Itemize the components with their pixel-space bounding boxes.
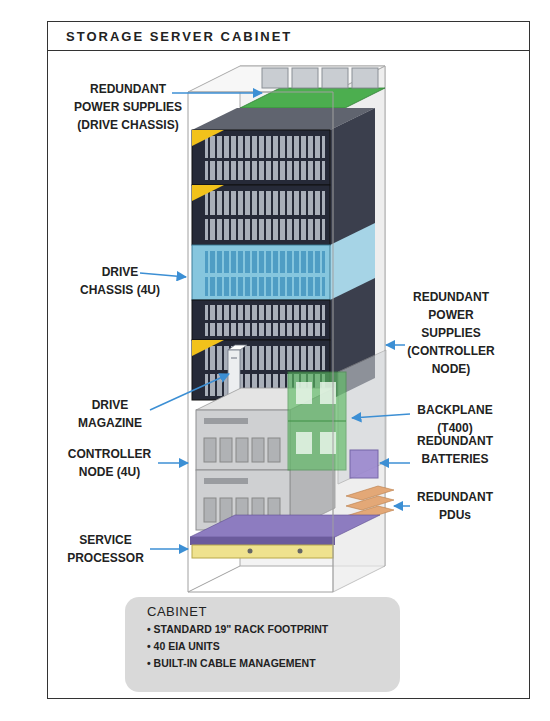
- leader-arrow: [150, 374, 229, 410]
- node-slot: [220, 438, 232, 462]
- callout-label: DRIVE MAGAZINE: [70, 396, 150, 432]
- node-slot: [252, 438, 264, 462]
- drive-chassis: [192, 130, 330, 185]
- callout-label: SERVICE PROCESSOR: [58, 531, 153, 567]
- page-frame: [48, 22, 530, 699]
- backplane: [288, 372, 346, 470]
- drive-magazine: [228, 345, 247, 350]
- sp-led: [248, 549, 253, 554]
- node-slot: [236, 438, 248, 462]
- drive-slots: [205, 305, 325, 320]
- leader-arrow: [380, 462, 410, 464]
- yellow-tag: [192, 340, 224, 356]
- node-slot: [204, 438, 216, 462]
- node-vent: [204, 418, 248, 424]
- sp-led: [298, 549, 303, 554]
- drive-slots: [205, 136, 325, 158]
- leader-arrow: [352, 414, 410, 418]
- info-box: CABINET• STANDARD 19" RACK FOOTPRINT• 40…: [125, 597, 400, 692]
- leader-arrow: [172, 92, 262, 94]
- power-supply: [262, 68, 288, 88]
- power-supply: [292, 68, 318, 88]
- leader-arrow: [158, 462, 188, 464]
- drive-slots: [205, 277, 325, 296]
- backplane-window: [296, 432, 312, 454]
- yellow-tag: [192, 185, 224, 201]
- drive-slots: [205, 323, 325, 336]
- leader-arrow: [140, 273, 186, 277]
- yellow-tag: [192, 130, 224, 146]
- power-supply: [322, 68, 348, 88]
- cabinet-edge: [188, 566, 240, 592]
- drive-slots: [205, 191, 325, 215]
- leader-lines: [140, 93, 410, 549]
- callout-label: DRIVE CHASSIS (4U): [75, 263, 165, 299]
- callout-label: REDUNDANT POWER SUPPLIES (DRIVE CHASSIS): [70, 80, 186, 134]
- node-vent: [204, 478, 248, 484]
- power-supply: [352, 68, 378, 88]
- chassis-side: [330, 108, 375, 400]
- callout-label: BACKPLANE (T400): [410, 401, 500, 437]
- node-slot: [204, 498, 216, 522]
- leader-arrow: [150, 548, 188, 550]
- drive-chassis: [192, 300, 330, 340]
- node-slot: [268, 438, 280, 462]
- magazine-handle: [231, 358, 237, 359]
- drive-chassis: [192, 245, 330, 300]
- backplane-window: [296, 382, 312, 404]
- cabinet-front: [188, 92, 333, 592]
- diagram-title: STORAGE SERVER CABINET: [66, 29, 292, 44]
- bullet-text: • STANDARD 19" RACK FOOTPRINT: [147, 621, 390, 638]
- callout-label: CONTROLLER NODE (4U): [62, 445, 157, 481]
- cabinet-top: [188, 66, 385, 92]
- backplane-window: [320, 382, 336, 404]
- callout-label: REDUNDANT POWER SUPPLIES (CONTROLLER NOD…: [405, 288, 497, 378]
- bullet-text: • 40 EIA UNITS: [147, 638, 390, 655]
- callout-label: REDUNDANT BATTERIES: [410, 432, 500, 468]
- backplane-window: [320, 432, 336, 454]
- controller-node: [196, 410, 290, 470]
- chassis-side: [330, 223, 375, 300]
- leader-arrow: [394, 505, 410, 507]
- box-heading: CABINET: [147, 602, 390, 621]
- sp-tray-front: [190, 537, 335, 545]
- title-rule: [48, 50, 530, 51]
- drive-chassis: [192, 185, 330, 245]
- drive-slots: [205, 346, 325, 370]
- backplane-divider: [288, 421, 346, 422]
- service-processor: [192, 545, 333, 558]
- drive-slots: [205, 251, 325, 273]
- psu-board: [240, 88, 385, 108]
- bullet-text: • BUILT-IN CABLE MANAGEMENT: [147, 655, 390, 672]
- leader-arrow: [386, 344, 405, 346]
- sp-tray: [190, 515, 380, 537]
- callout-label: REDUNDANT PDUs: [410, 488, 500, 524]
- battery: [350, 450, 378, 478]
- drive-slots: [205, 161, 325, 180]
- drive-slots: [205, 219, 325, 240]
